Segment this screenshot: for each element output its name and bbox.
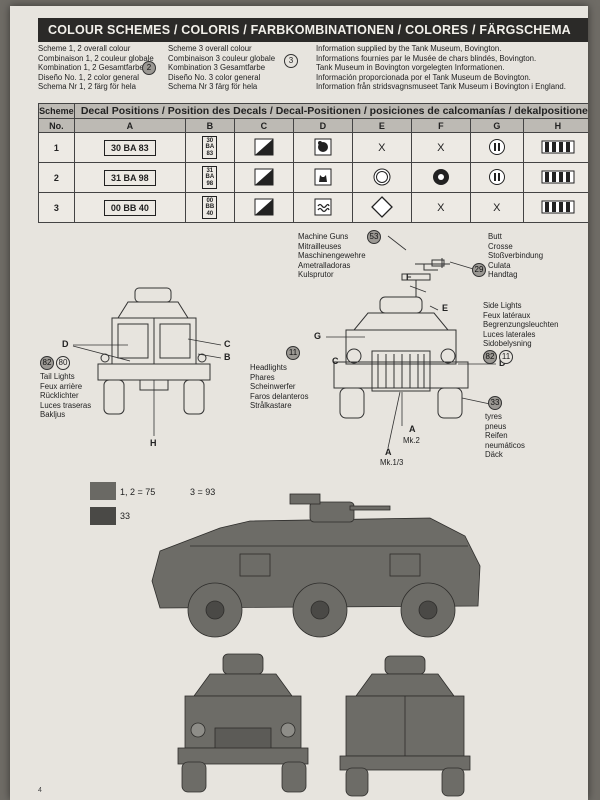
diamond-marking-icon — [370, 195, 393, 218]
waves-emblem-icon — [314, 198, 332, 215]
paint-ref-3: 3 — [284, 54, 298, 68]
col-d: D — [292, 118, 353, 133]
front-view-vehicle — [177, 653, 309, 793]
label-c-rear: C — [224, 339, 231, 349]
colour-swatch-75 — [90, 482, 116, 500]
front-view-drawing — [333, 273, 469, 419]
decal-positions-table: Scheme Decal Positions / Position des De… — [38, 103, 588, 223]
mk2-label: Mk.2 — [403, 436, 420, 445]
stripe-bar-icon — [541, 170, 575, 183]
rear-view-vehicle — [339, 655, 471, 797]
label-c-front: C — [332, 356, 339, 366]
part-ref-33: 33 — [488, 396, 502, 410]
mk13-label: Mk.1/3 — [380, 458, 404, 467]
part-ref-80: 80 — [56, 356, 70, 370]
label-g-front: G — [314, 331, 322, 341]
star-roundel-icon — [432, 168, 449, 185]
decal-positions-header: Decal Positions / Position des Decals / … — [73, 103, 588, 119]
diagonal-flag-icon — [254, 198, 274, 215]
label-b-rear: B — [224, 352, 231, 362]
col-f: F — [410, 118, 471, 133]
label-f-front: F — [406, 272, 412, 282]
line-drawings — [72, 235, 496, 449]
roundel-bars-icon — [488, 138, 505, 155]
unit-emblem-icon — [314, 138, 332, 155]
diagonal-flag-icon — [254, 168, 274, 185]
instruction-sheet: COLOUR SCHEMES / COLORIS / FARBKOMBINATI… — [10, 6, 588, 800]
label-a-mk2: A — [409, 424, 416, 434]
paint-ref-2: 2 — [142, 61, 156, 75]
no-header: No. — [38, 118, 75, 133]
roundel-bars-icon — [488, 168, 505, 185]
label-d-rear: D — [62, 339, 69, 349]
page-number: 4 — [38, 787, 42, 794]
machine-gun-detail — [415, 258, 450, 271]
part-ref-82: 82 — [40, 356, 54, 370]
colour-schemes-banner: COLOUR SCHEMES / COLORIS / FARBKOMBINATI… — [38, 18, 588, 42]
part-ref-82-side: 82 — [483, 350, 497, 364]
stripe-bar-icon — [541, 140, 575, 153]
legend-scheme3: 3 = 93 — [190, 487, 216, 497]
colour-swatch-33 — [90, 507, 116, 525]
label-e-front: E — [442, 303, 449, 313]
part-ref-53: 53 — [367, 230, 381, 244]
part-ref-11: 11 — [286, 346, 300, 360]
registration-decal: 31 BA 98 — [103, 169, 156, 186]
ring-marking-icon — [373, 168, 391, 185]
label-a-mk13: A — [385, 447, 392, 457]
col-e: E — [351, 118, 412, 133]
museum-info-text: Information supplied by the Tank Museum,… — [316, 44, 566, 92]
legend-scheme12: 1, 2 = 75 — [120, 487, 156, 497]
cross-mark-icon: X — [469, 192, 524, 223]
col-g: G — [469, 118, 524, 133]
diagonal-flag-icon — [254, 138, 274, 155]
registration-decal: 00 BB 40 — [103, 199, 156, 216]
side-view-vehicle — [151, 493, 481, 638]
legend-33: 33 — [120, 511, 131, 521]
registration-decal: 30 BA 83 — [103, 139, 156, 156]
painted-vehicle-drawings — [151, 493, 481, 797]
label-h-rear: H — [150, 438, 157, 448]
part-ref-11-side: 11 — [499, 350, 513, 364]
stripe-bar-icon — [541, 200, 575, 213]
part-ref-29: 29 — [472, 263, 486, 277]
cat-emblem-icon — [314, 168, 332, 185]
